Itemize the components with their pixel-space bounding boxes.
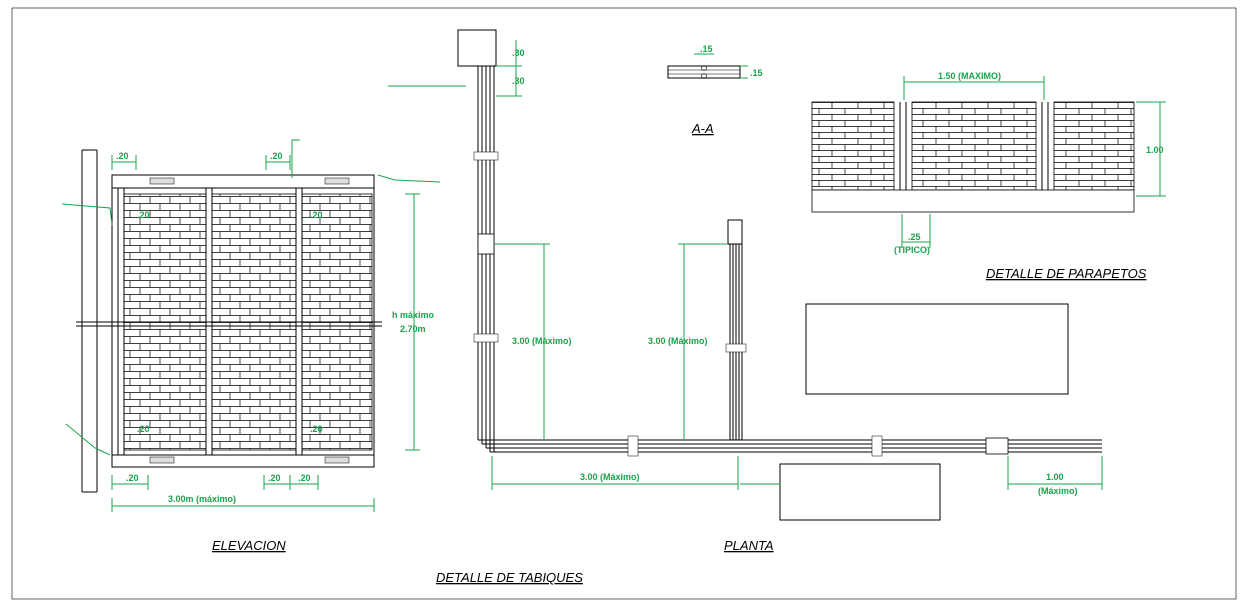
elev-dim-inner-4: .20 bbox=[310, 424, 323, 434]
plan-dim-30b: .30 bbox=[512, 76, 525, 86]
parapet-dim-height: 1.00 bbox=[1146, 145, 1164, 155]
notes-box bbox=[805, 303, 1069, 395]
section-dim-15a: .15 bbox=[700, 44, 713, 54]
main-title: DETALLE DE TABIQUES bbox=[436, 570, 583, 585]
plan-dim-vert-2: 3.00 (Máximo) bbox=[648, 336, 708, 346]
elev-dim-bottom-3: .20 bbox=[298, 473, 311, 483]
parapet-title: DETALLE DE PARAPETOS bbox=[986, 266, 1147, 281]
elev-dim-inner-3: .20 bbox=[137, 424, 150, 434]
parapet-panel-1 bbox=[811, 101, 895, 191]
elev-dim-inner-1: .20 bbox=[137, 210, 150, 220]
parapet-panel-2 bbox=[911, 101, 1037, 191]
plan-dim-30a: .30 bbox=[512, 48, 525, 58]
plan-dim-right-unit: (Máximo) bbox=[1038, 486, 1078, 496]
plan-column-top bbox=[457, 29, 497, 67]
parapet-dim-top: 1.50 (MAXIMO) bbox=[938, 71, 1001, 81]
elev-dim-bottom-2: .20 bbox=[268, 473, 281, 483]
sheet-border bbox=[11, 7, 1237, 600]
plan-title: PLANTA bbox=[724, 538, 774, 553]
plan-detail: .30 .30 3.00 (Máximo) 3.00 (Máximo) 3.00… bbox=[388, 29, 1103, 521]
elev-h-label: h máximo bbox=[392, 310, 435, 320]
elev-dim-top-mid: .20 bbox=[270, 151, 283, 161]
elev-h-value: 2.70m bbox=[400, 324, 426, 334]
section-title: A-A bbox=[691, 121, 714, 136]
parapet-dim-typ-unit: (TIPICO) bbox=[894, 245, 930, 255]
plan-dim-right-value: 1.00 bbox=[1046, 472, 1064, 482]
plan-dim-horiz: 3.00 (Máximo) bbox=[580, 472, 640, 482]
plan-dim-vert-1: 3.00 (Máximo) bbox=[512, 336, 572, 346]
section-dim-15b: .15 bbox=[750, 68, 763, 78]
elev-dim-bottom-1: .20 bbox=[126, 473, 139, 483]
parapet-detail: 1.50 (MAXIMO) 1.00 .25 (TIPICO) DETALLE … bbox=[805, 71, 1166, 395]
elev-dim-top-left: .20 bbox=[116, 151, 129, 161]
wall-frame bbox=[111, 174, 375, 468]
elevation-detail: .20 .20 .20 .20 .20 .20 .20 .20 .20 3.00… bbox=[61, 139, 441, 512]
parapet-panel-3 bbox=[1053, 101, 1135, 191]
parapet-dim-typ-value: .25 bbox=[908, 232, 921, 242]
elev-dim-inner-2: .20 bbox=[310, 210, 323, 220]
elevation-title: ELEVACION bbox=[212, 538, 286, 553]
plan-note-box bbox=[779, 463, 941, 521]
section-aa: .15 .15 A-A bbox=[667, 44, 763, 136]
elev-dim-width: 3.00m (máximo) bbox=[168, 494, 236, 504]
